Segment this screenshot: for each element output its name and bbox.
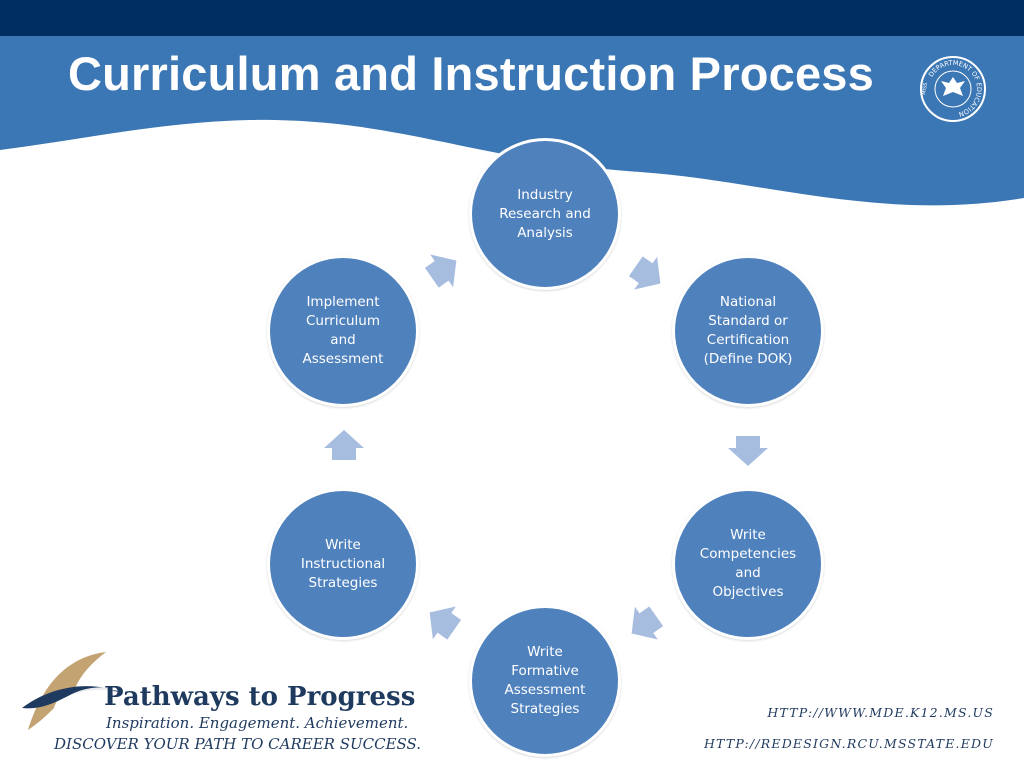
header-top-bar <box>0 0 1024 36</box>
cycle-node-label: Write Formative Assessment Strategies <box>504 644 586 717</box>
header-banner <box>0 0 1024 206</box>
logo-tagline: Inspiration. Engagement. Achievement. <box>106 714 409 732</box>
cycle-arrow-competencies-to-formative <box>631 606 664 640</box>
cycle-arrow-implement-to-industry <box>424 254 457 288</box>
cycle-arrow-instructional-to-implement <box>324 430 364 460</box>
cycle-node-label: Write Competencies and Objectives <box>699 527 797 600</box>
cycle-node-instructional-strategies: Write Instructional Strategies <box>267 488 419 640</box>
cycle-arrow-national-to-competencies <box>728 436 768 466</box>
header-wave <box>0 36 1024 206</box>
cycle-node-label: National Standard or Certification (Defi… <box>703 294 793 367</box>
url-mde-link[interactable]: HTTP://WWW.MDE.K12.MS.US <box>767 705 994 720</box>
cycle-node-national-standard: National Standard or Certification (Defi… <box>672 255 824 407</box>
url-redesign-link[interactable]: HTTP://REDESIGN.RCU.MSSTATE.EDU <box>703 736 994 751</box>
logo-title: Pathways to Progress <box>104 682 416 712</box>
cycle-arrow-formative-to-instructional <box>429 606 462 640</box>
pathways-swoosh-icon <box>22 652 126 730</box>
department-seal-icon: DEPARTMENT OF EDUCATION MISS <box>920 56 986 122</box>
cycle-node-formative-assessment: Write Formative Assessment Strategies <box>469 605 621 757</box>
cycle-node-competencies-objectives: Write Competencies and Objectives <box>672 488 824 640</box>
cycle-node-label: Industry Research and Analysis <box>499 186 591 241</box>
cycle-node-label: Implement Curriculum and Assessment <box>302 294 384 367</box>
cycle-node-label: Write Instructional Strategies <box>300 536 386 591</box>
pathways-logo: Pathways to Progress Inspiration. Engage… <box>18 648 421 758</box>
cycle-arrow-industry-to-national <box>628 256 661 290</box>
slide-title: Curriculum and Instruction Process <box>68 47 874 100</box>
logo-slogan: DISCOVER YOUR PATH TO CAREER SUCCESS. <box>54 735 422 753</box>
seal-side-text: MISS <box>921 82 929 95</box>
cycle-node-industry-research: Industry Research and Analysis <box>469 138 621 290</box>
cycle-node-implement-curriculum: Implement Curriculum and Assessment <box>267 255 419 407</box>
